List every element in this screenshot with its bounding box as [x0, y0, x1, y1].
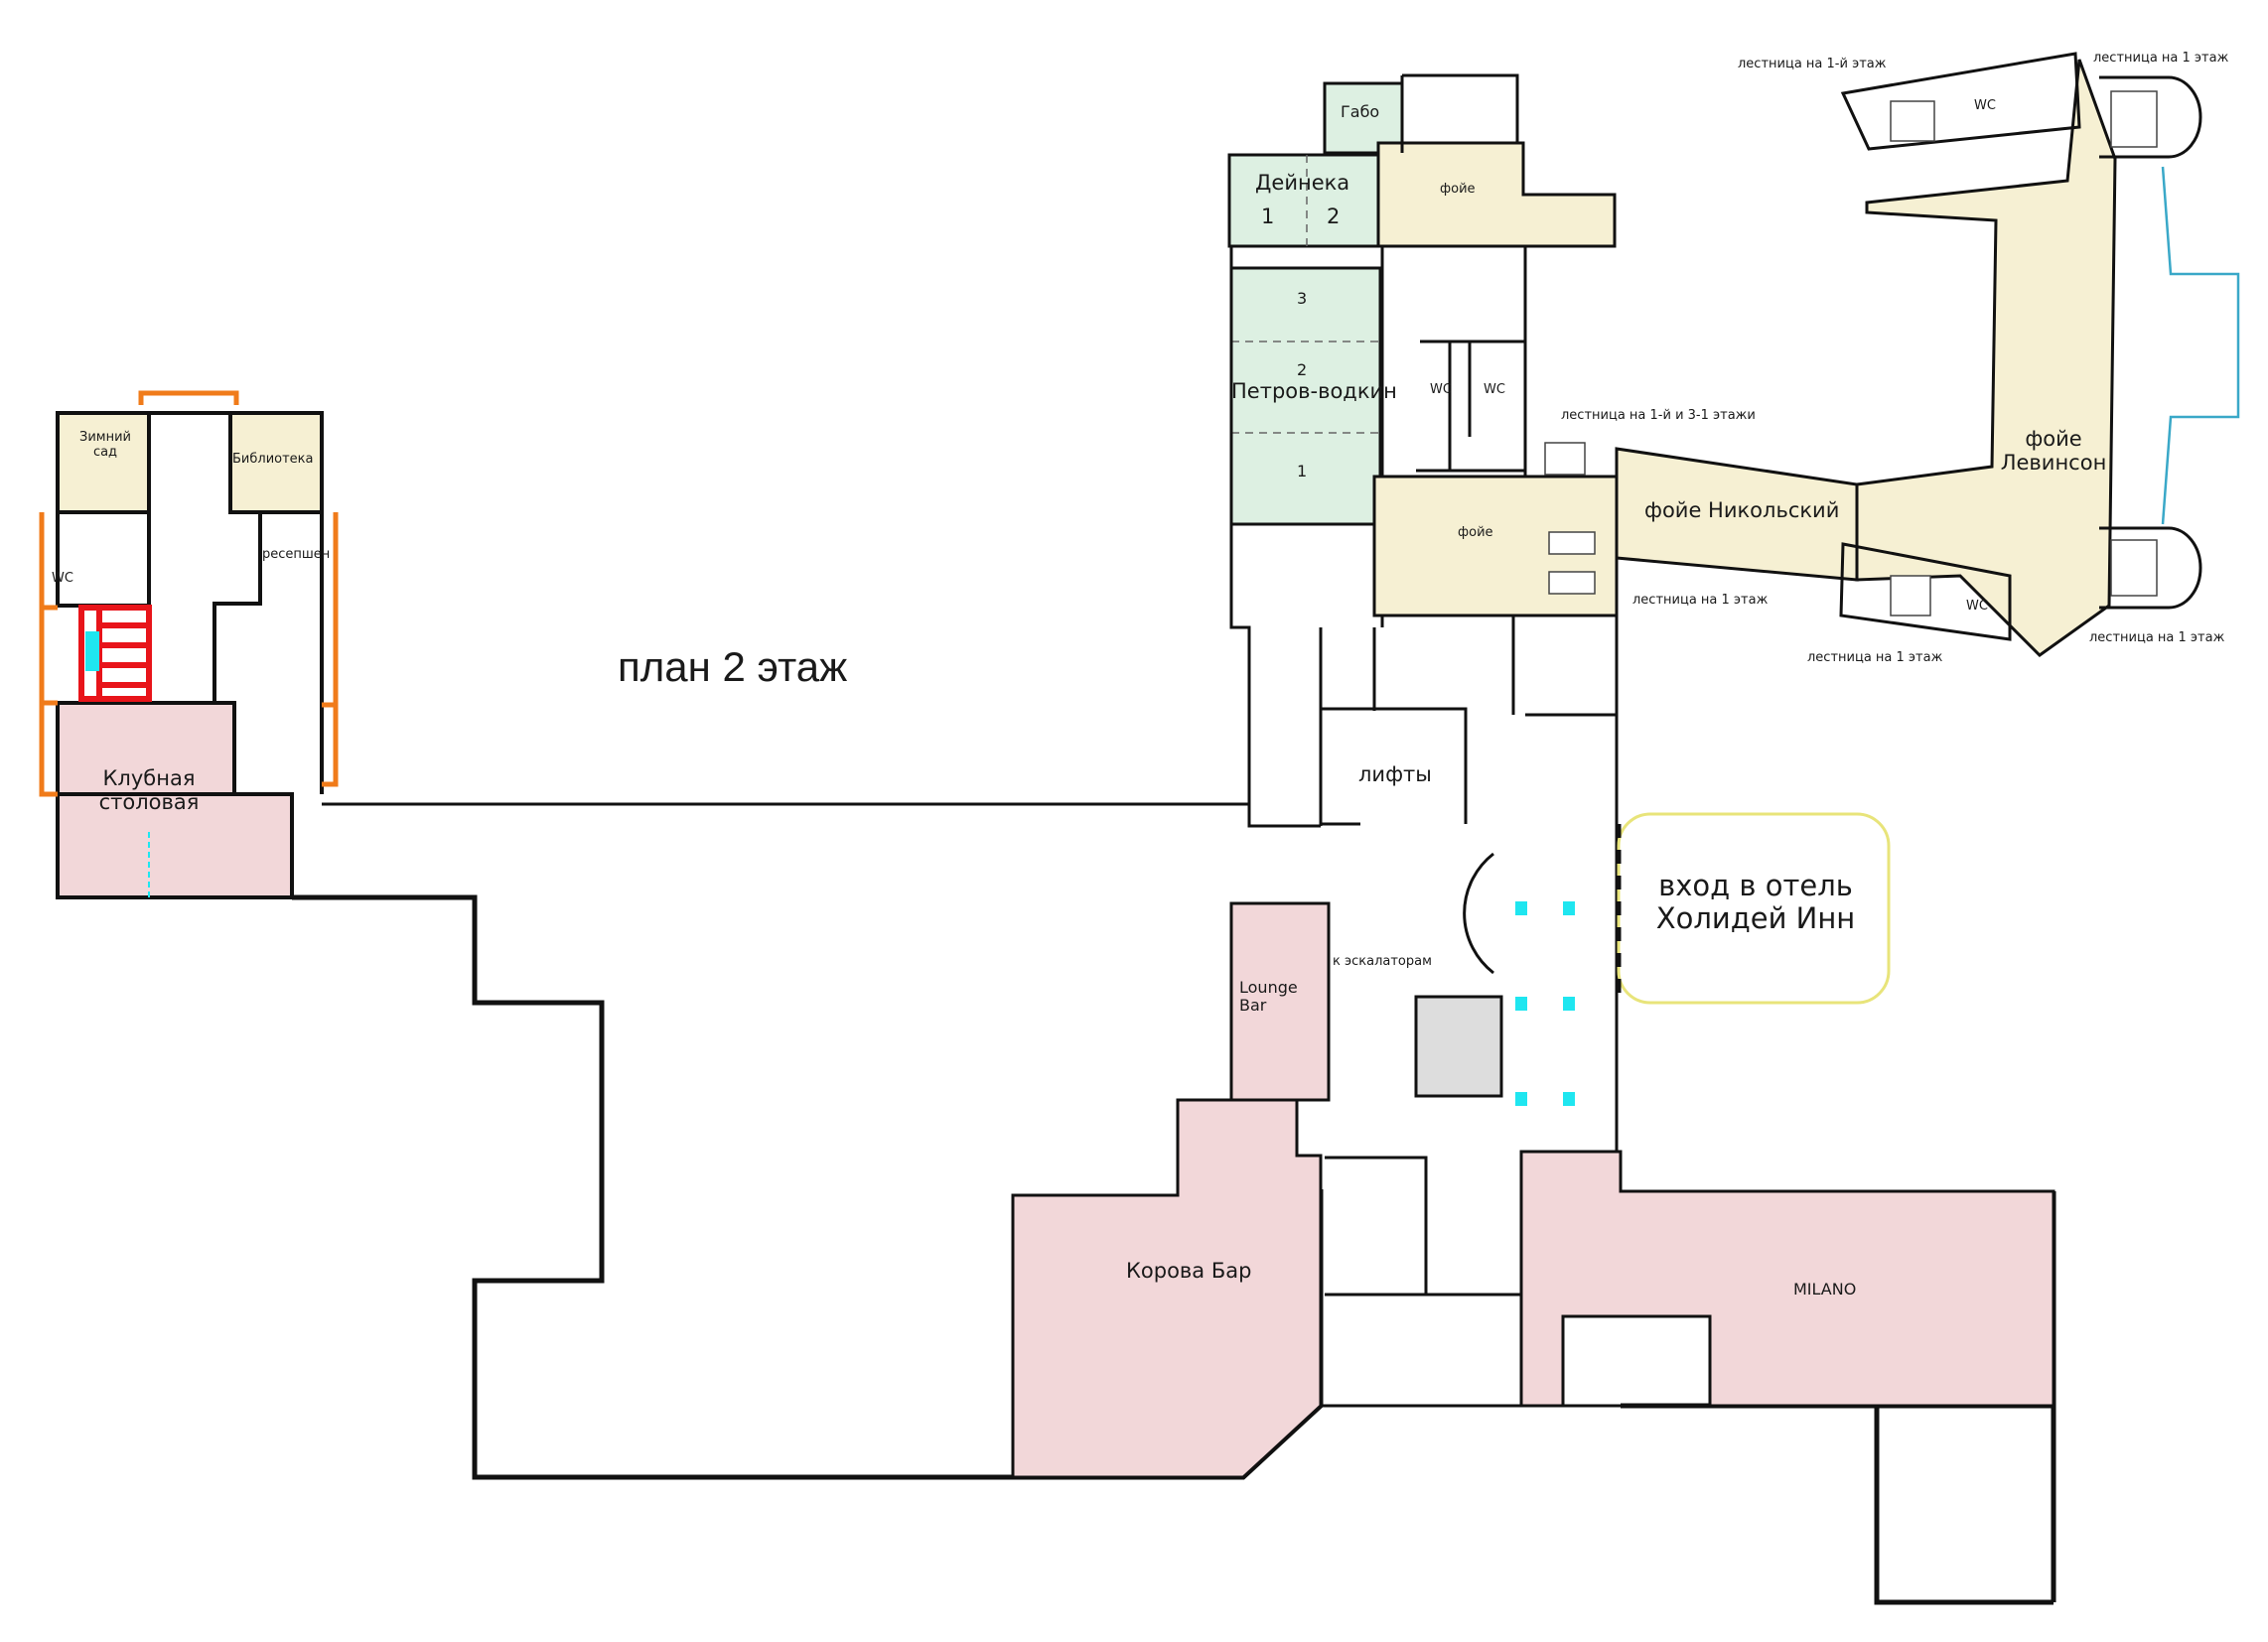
wc-a-label: WC [1430, 382, 1452, 397]
wc-left-label: WC [52, 571, 73, 586]
levinson-stairwell-bottom [1839, 542, 2012, 641]
stair-label-1-and-3: лестница на 1-й и 3-1 этажи [1561, 408, 1756, 423]
petrov-room [1229, 266, 1382, 526]
petrov-dividers [1231, 155, 1380, 434]
entrance-label: вход в отель Холидей Инн [1655, 869, 1856, 936]
zimniy-sad-label: Зимний сад [79, 430, 131, 460]
lounge-bar-label: Lounge Bar [1239, 978, 1298, 1016]
escalators-label: к эскалаторам [1333, 954, 1432, 969]
foye-top-label: фойе [1440, 182, 1476, 197]
klubnaya-room-lower [56, 792, 294, 899]
petrov-3-label: 3 [1297, 289, 1308, 308]
foye-nikolsky-label: фойе Никольский [1644, 498, 1840, 522]
klubnaya-label: Клубная столовая [98, 766, 200, 815]
left-red-stair [78, 605, 152, 702]
milano-room [1519, 1150, 2055, 1408]
top-walls [1229, 73, 1527, 828]
wc-top-right-label: WC [1974, 98, 1996, 113]
foye-levinson-label: фойе Левинсон [2000, 427, 2107, 476]
foye-mid-label: фойе [1458, 525, 1493, 540]
left-wing [39, 390, 1249, 899]
escalator-stairs [1414, 995, 1503, 1098]
plan-title: план 2 этаж [618, 643, 848, 690]
teal-facade [2161, 166, 2240, 525]
deyneka-room [1227, 153, 1380, 248]
wc-bottom-right-label: WC [1966, 599, 1988, 614]
cyan-markers [1515, 901, 1575, 1106]
resepshen-label: ресепшен [262, 547, 331, 562]
escalator-arc [1463, 852, 1494, 975]
korova-bar-room [1011, 1098, 1323, 1479]
petrov-2-label: 2 [1297, 360, 1308, 379]
stair-hatches [1544, 90, 2158, 616]
wc-b-label: WC [1484, 382, 1505, 397]
stair-label-bottom: лестница на 1 этаж [1807, 650, 1943, 665]
biblioteka-room [228, 411, 324, 514]
stair-label-mid: лестница на 1 этаж [1632, 593, 1769, 608]
petrov-1-label: 1 [1297, 462, 1308, 480]
petrov-label: Петров-водкин [1231, 379, 1397, 403]
deyneka-label: Дейнека [1255, 171, 1350, 195]
stair-label-bottom-right: лестница на 1 этаж [2089, 630, 2225, 645]
lifty-label: лифты [1358, 762, 1432, 786]
deyneka-2-label: 2 [1327, 205, 1341, 228]
milano-label: MILANO [1793, 1280, 1857, 1299]
deyneka-1-label: 1 [1261, 205, 1275, 228]
round-stair-top [2099, 75, 2202, 159]
levinson-stairwell-top [1840, 52, 2081, 151]
foye-levinson-area [1855, 59, 2117, 657]
biblioteka-label: Библиотека [232, 452, 314, 467]
korova-bar-label: Корова Бар [1126, 1259, 1252, 1283]
foye-top-area [1376, 141, 1617, 248]
round-stair-bottom [2099, 526, 2202, 610]
top-section [1011, 52, 2240, 1479]
gabo-label: Габо [1341, 102, 1380, 121]
lounge-bar-room [1229, 901, 1331, 1102]
lower-service-walls [1321, 1156, 1710, 1408]
left-wing-orange-outline [39, 390, 339, 797]
zimniy-sad-room [56, 411, 151, 514]
stair-label-top-right: лестница на 1 этаж [2093, 51, 2229, 66]
stair-label-top-left: лестница на 1-й этаж [1738, 57, 1887, 71]
